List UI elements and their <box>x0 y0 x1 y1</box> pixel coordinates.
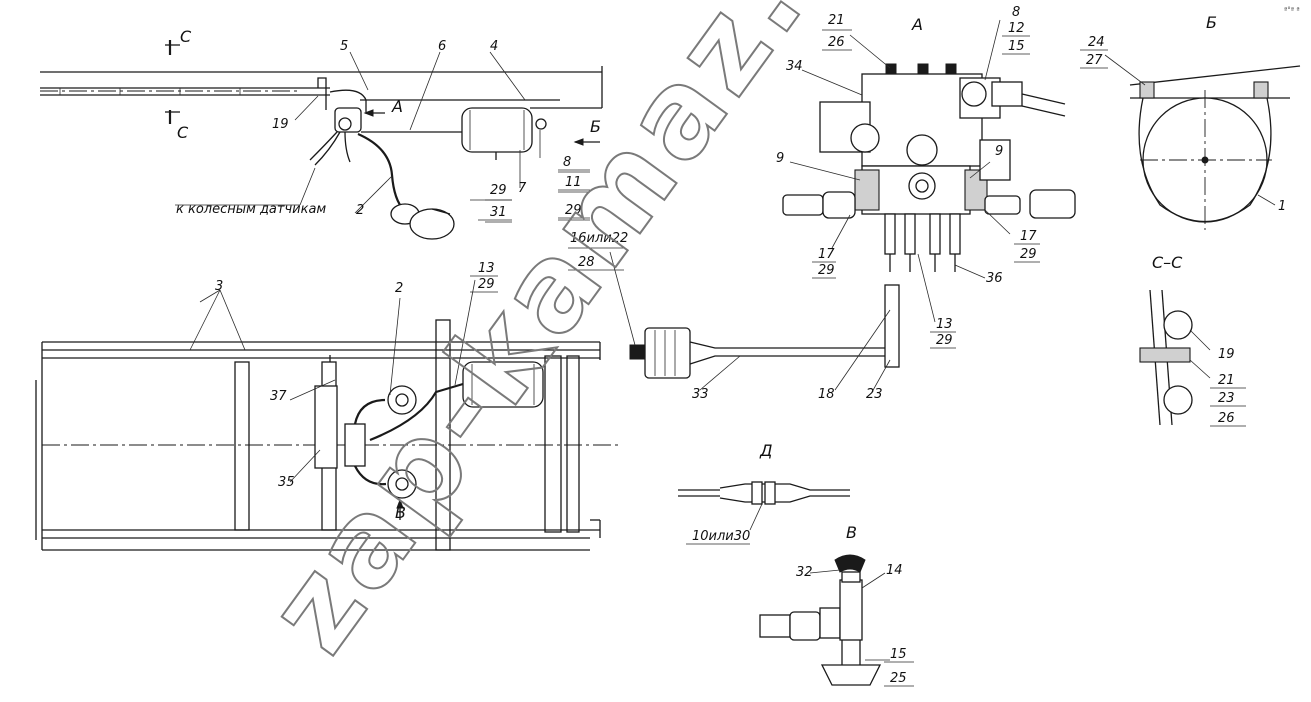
callout-13-plan: 13 <box>478 261 495 276</box>
callout-15-v: 15 <box>890 647 907 662</box>
callout-31: 31 <box>490 205 507 220</box>
section-c-label-bottom: С <box>177 123 189 142</box>
callout-18: 18 <box>818 387 835 402</box>
view-v-title: В <box>846 523 857 542</box>
callout-29-plan: 29 <box>478 277 495 292</box>
callout-numbers: 5 6 4 19 8 11 29 29 31 7 2 3 2 13 29 37 … <box>215 5 1286 686</box>
corner-mark: ª°ª ª <box>1284 6 1300 14</box>
callout-36: 36 <box>986 271 1003 286</box>
view-a-arrow-label: А <box>391 97 403 116</box>
callout-23-ext: 23 <box>866 387 883 402</box>
callout-32: 32 <box>796 565 813 580</box>
callout-11: 11 <box>565 175 582 190</box>
callout-29-top: 29 <box>565 203 582 218</box>
callout-4: 4 <box>490 39 498 54</box>
callout-34: 34 <box>786 59 803 74</box>
callout-24: 24 <box>1088 35 1105 50</box>
callout-3: 3 <box>215 279 223 294</box>
view-d-connector <box>678 481 850 531</box>
callout-7: 7 <box>518 181 527 196</box>
callout-8: 8 <box>563 155 571 170</box>
callout-37: 37 <box>270 389 287 404</box>
side-view-assembly <box>40 40 603 240</box>
view-d-title: Д <box>759 441 773 460</box>
callout-12: 12 <box>1008 21 1025 36</box>
callout-21-a: 21 <box>828 13 845 28</box>
callout-29-a-bottom: 29 <box>936 333 953 348</box>
callout-2-plan: 2 <box>395 281 403 296</box>
callout-19-cc: 19 <box>1218 347 1235 362</box>
callout-1: 1 <box>1278 199 1286 214</box>
callout-28: 28 <box>578 255 595 270</box>
callout-21-cc: 21 <box>1218 373 1235 388</box>
view-v-arrow-label: В <box>395 503 406 522</box>
callout-17-right: 17 <box>1020 229 1037 244</box>
callout-2-top: 2 <box>356 203 364 218</box>
view-a-title: А <box>911 15 923 34</box>
callout-26-cc: 26 <box>1218 411 1235 426</box>
wheel-sensors-note: к колесным датчикам <box>176 202 326 217</box>
callout-29-right: 29 <box>1020 247 1037 262</box>
view-b-arrow-label: Б <box>590 117 601 136</box>
callout-35: 35 <box>278 475 295 490</box>
callout-10or30: 10или30 <box>692 529 750 544</box>
section-c-label-top: С <box>180 27 192 46</box>
callout-29-left: 29 <box>818 263 835 278</box>
callout-5: 5 <box>340 39 348 54</box>
callout-6: 6 <box>438 39 446 54</box>
callout-14: 14 <box>886 563 903 578</box>
extension-fitting <box>609 251 900 393</box>
callout-33: 33 <box>692 387 709 402</box>
callout-9-right: 9 <box>995 144 1003 159</box>
callout-8-a: 8 <box>1012 5 1020 20</box>
callout-13-a: 13 <box>936 317 953 332</box>
view-b-title: Б <box>1206 13 1217 32</box>
callout-15-a: 15 <box>1008 39 1025 54</box>
callout-29-res: 29 <box>490 183 507 198</box>
callout-25: 25 <box>890 671 907 686</box>
plan-view-frame <box>35 279 620 551</box>
callout-leaders-top <box>175 51 590 221</box>
section-cc <box>1139 289 1211 426</box>
callout-27: 27 <box>1086 53 1103 68</box>
view-labels: С С А Б А Б С–С Д В В к колесным датчика… <box>176 6 1300 542</box>
callout-19: 19 <box>272 117 289 132</box>
callout-16or22: 16или22 <box>570 231 628 246</box>
section-cc-title: С–С <box>1152 253 1183 272</box>
view-a-valve-assembly <box>782 19 1076 323</box>
callout-17-left: 17 <box>818 247 835 262</box>
callout-23-cc: 23 <box>1218 391 1235 406</box>
view-v-tee-fitting <box>759 554 890 686</box>
callout-26-a: 26 <box>828 35 845 50</box>
callout-underlines <box>470 29 1246 687</box>
callout-9-left: 9 <box>776 151 784 166</box>
view-b-reservoir-clamp <box>1104 54 1301 230</box>
